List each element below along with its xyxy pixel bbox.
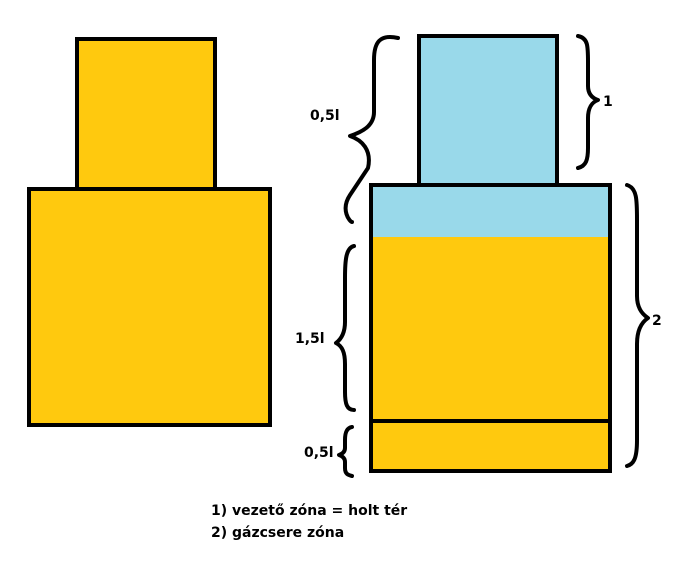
right-top-block — [417, 34, 559, 187]
right-gold-middle — [371, 237, 610, 421]
legend-line-gas-exchange-zone: 2) gázcsere zóna — [211, 525, 345, 541]
left-figure — [27, 37, 272, 427]
label-marker-1: 1 — [603, 94, 613, 110]
brace-left-top — [343, 35, 400, 224]
right-figure — [369, 34, 612, 473]
label-top-volume: 0,5l — [310, 108, 340, 124]
right-blue-band — [371, 185, 610, 237]
label-middle-volume: 1,5l — [295, 331, 325, 347]
label-bottom-volume: 0,5l — [304, 445, 334, 461]
legend: 1) vezető zóna = holt tér 2) gázcsere zó… — [211, 500, 407, 544]
left-bottom-block — [27, 187, 272, 427]
brace-left-bottom — [337, 425, 354, 478]
brace-left-middle — [334, 244, 356, 412]
right-bottom-block — [369, 419, 612, 473]
brace-right-1 — [576, 34, 600, 170]
left-top-block — [75, 37, 217, 191]
brace-right-2 — [625, 183, 650, 468]
legend-line-conducting-zone: 1) vezető zóna = holt tér — [211, 503, 408, 519]
label-marker-2: 2 — [652, 313, 662, 329]
